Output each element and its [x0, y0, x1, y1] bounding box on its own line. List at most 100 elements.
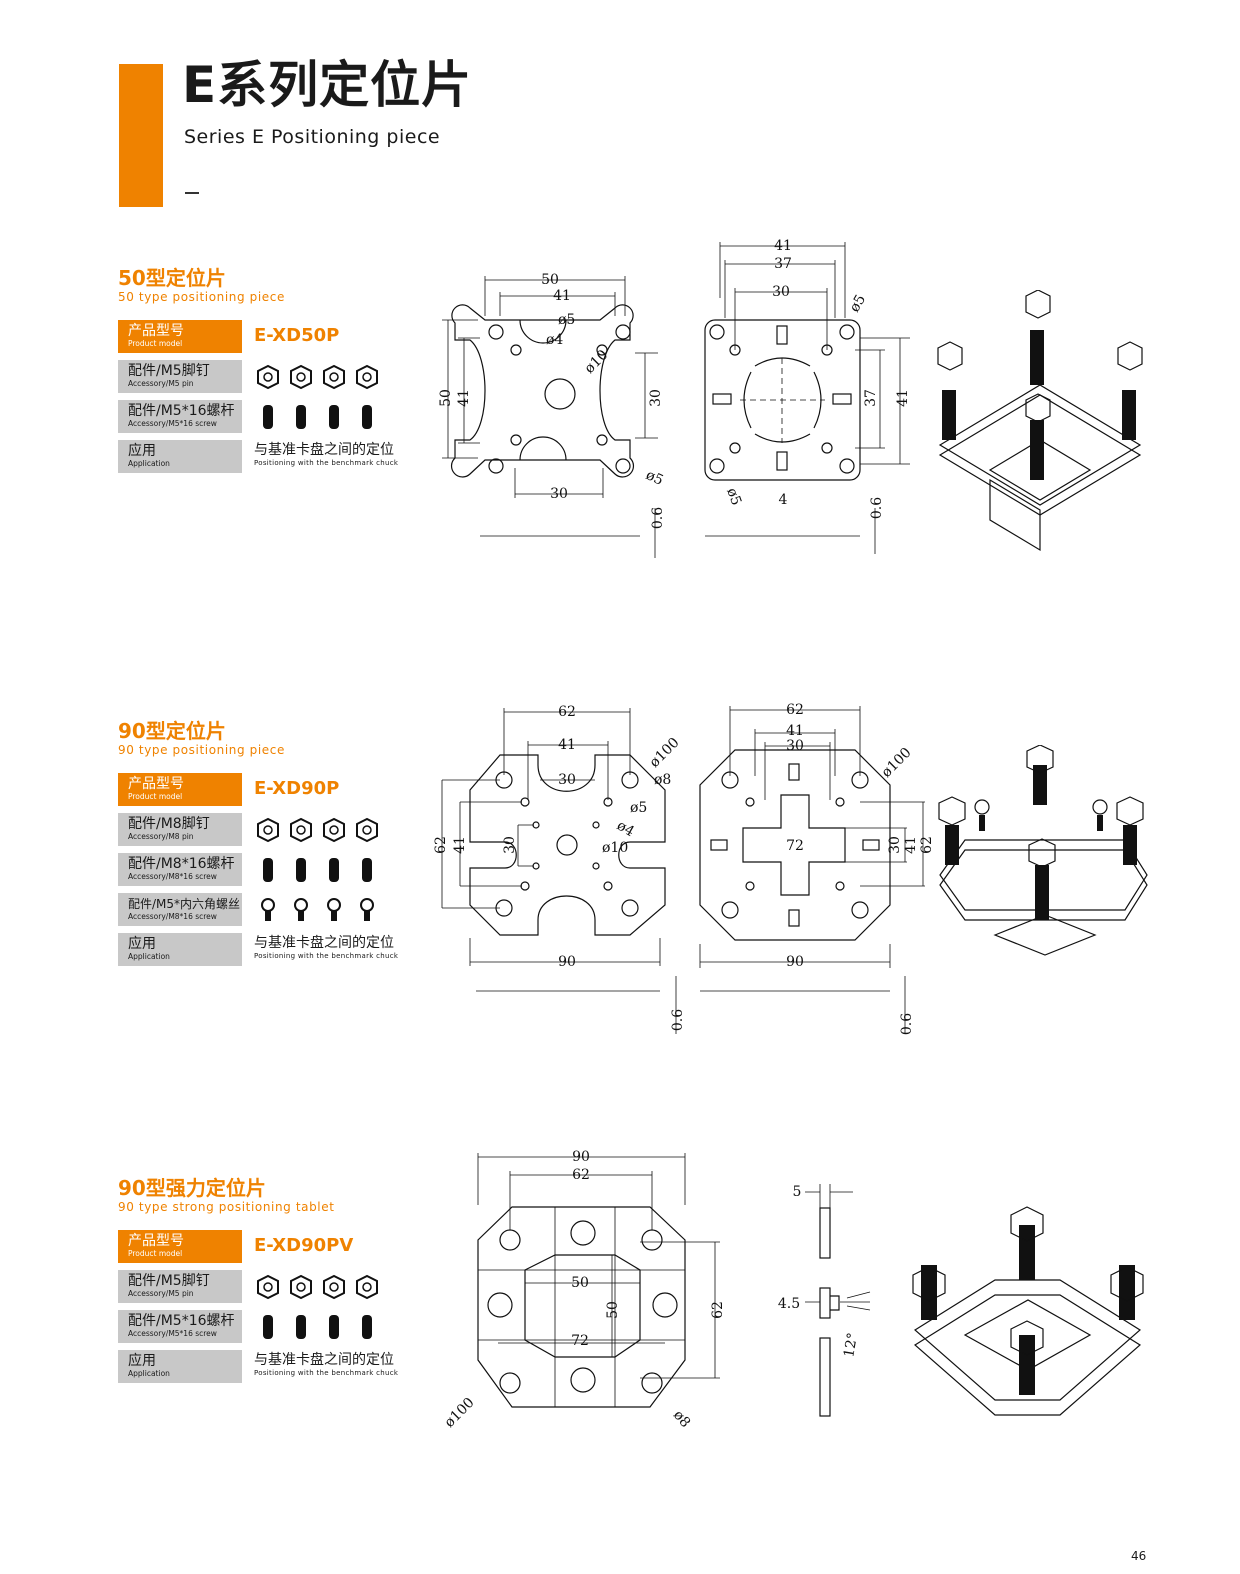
dim-width-30: 30 — [772, 284, 790, 300]
nut-icons — [257, 817, 378, 843]
nut-hole-icon — [362, 1282, 372, 1292]
drawing-90-strong-top-view: 90 62 50 50 72 62 ø100 ø8 — [442, 1149, 726, 1431]
dim-thickness: 0.6 — [650, 507, 666, 529]
dim-thickness-5: 5 — [793, 1184, 802, 1200]
hex-nut-icon — [257, 364, 279, 390]
dim-thickness: 0.6 — [899, 1013, 915, 1035]
hex-nut-icon — [323, 364, 345, 390]
nut-hole-icon — [263, 1282, 273, 1292]
nut-hole-icon — [329, 825, 339, 835]
hex-nut-icon — [323, 1274, 345, 1300]
dim-hole-8: ø8 — [670, 1407, 693, 1431]
hex-bolt-shank-icon — [364, 911, 370, 921]
dim-width-30: 30 — [558, 772, 576, 788]
section-subtitle: 90 type strong positioning tablet — [118, 1200, 335, 1214]
hex-nut-icon — [290, 817, 312, 843]
set-screw-icon — [296, 1315, 306, 1339]
dim-hole-5: ø5 — [558, 312, 575, 328]
set-screw-icon — [362, 858, 372, 882]
dim-height-41: 41 — [456, 389, 472, 407]
nut-hole-icon — [329, 1282, 339, 1292]
set-screw-icon — [329, 858, 339, 882]
dim-slot-4: 4 — [779, 492, 788, 508]
nut-hole-icon — [296, 825, 306, 835]
dim-height-41: 41 — [452, 836, 468, 854]
set-screw-icon — [329, 405, 339, 429]
dim-width-37: 37 — [774, 256, 792, 272]
set-screw-icon — [362, 1315, 372, 1339]
screw-icons — [263, 1315, 372, 1339]
drawing-50-bottom-view: 41 37 30 41 37 ø5 ø5 4 0.6 — [704, 238, 911, 554]
hex-bolt-icons — [261, 898, 374, 921]
dim-hole-8: ø8 — [654, 772, 671, 788]
set-screw-icon — [296, 858, 306, 882]
page-number: 46 — [1131, 1549, 1147, 1563]
hex-nut-icon — [290, 1274, 312, 1300]
drawing-90-assembly-3d — [938, 745, 1148, 956]
nut-icons — [257, 364, 378, 390]
section-subtitle: 50 type positioning piece — [118, 290, 285, 304]
nut-hole-icon — [296, 1282, 306, 1292]
hex-nut-icon — [257, 817, 279, 843]
dim-hole-100: ø100 — [647, 735, 683, 771]
model-number: E-XD90PV — [254, 1235, 354, 1256]
dim-width-62: 62 — [786, 702, 804, 718]
dim-height-30: 30 — [648, 389, 664, 407]
dim-width-30: 30 — [786, 738, 804, 754]
title-dash — [185, 192, 199, 194]
set-screw-icon — [263, 858, 273, 882]
section-title: 90型定位片 — [118, 719, 226, 743]
dim-hole-5b: ø5 — [723, 486, 744, 508]
dim-width-41: 41 — [786, 723, 804, 739]
dim-inner-height-50: 50 — [605, 1301, 621, 1319]
drawing-50-assembly-3d — [937, 290, 1143, 552]
set-screw-icon — [296, 405, 306, 429]
hex-bolt-shank-icon — [331, 911, 337, 921]
dim-height-37: 37 — [863, 389, 879, 407]
nut-icons — [257, 1274, 378, 1300]
hex-bolt-shank-icon — [265, 911, 271, 921]
nut-hole-icon — [296, 372, 306, 382]
model-number: E-XD50P — [254, 325, 340, 346]
nut-hole-icon — [362, 825, 372, 835]
hex-nut-icon — [356, 364, 378, 390]
section-title: 90型强力定位片 — [118, 1176, 266, 1200]
dim-hole-100: ø100 — [442, 1395, 478, 1431]
dim-width-62: 62 — [558, 704, 576, 720]
dim-height-62: 62 — [433, 836, 449, 854]
dim-height-30: 30 — [887, 836, 903, 854]
hex-bolt-head-icon — [360, 898, 374, 912]
dim-width-41: 41 — [774, 238, 792, 254]
hex-bolt-head-icon — [261, 898, 275, 912]
hex-nut-icon — [356, 1274, 378, 1300]
set-screw-icon — [329, 1315, 339, 1339]
screw-icons — [263, 405, 372, 429]
dim-width-62: 62 — [572, 1167, 590, 1183]
dim-base-90: 90 — [558, 954, 576, 970]
dim-center-72: 72 — [571, 1333, 589, 1349]
dim-height-62: 62 — [919, 836, 935, 854]
dim-hole-5: ø5 — [847, 292, 870, 315]
dim-hole-5: ø5 — [630, 800, 647, 816]
dim-height-50: 50 — [438, 389, 454, 407]
dim-hole-4: ø4 — [614, 818, 637, 841]
set-screw-icon — [263, 1315, 273, 1339]
hex-nut-icon — [356, 817, 378, 843]
dim-hole-100: ø100 — [879, 745, 915, 781]
dim-width-41: 41 — [558, 737, 576, 753]
hex-bolt-shank-icon — [298, 911, 304, 921]
dim-thickness: 0.6 — [670, 1009, 686, 1031]
dim-angle-12: 12° — [841, 1331, 861, 1358]
